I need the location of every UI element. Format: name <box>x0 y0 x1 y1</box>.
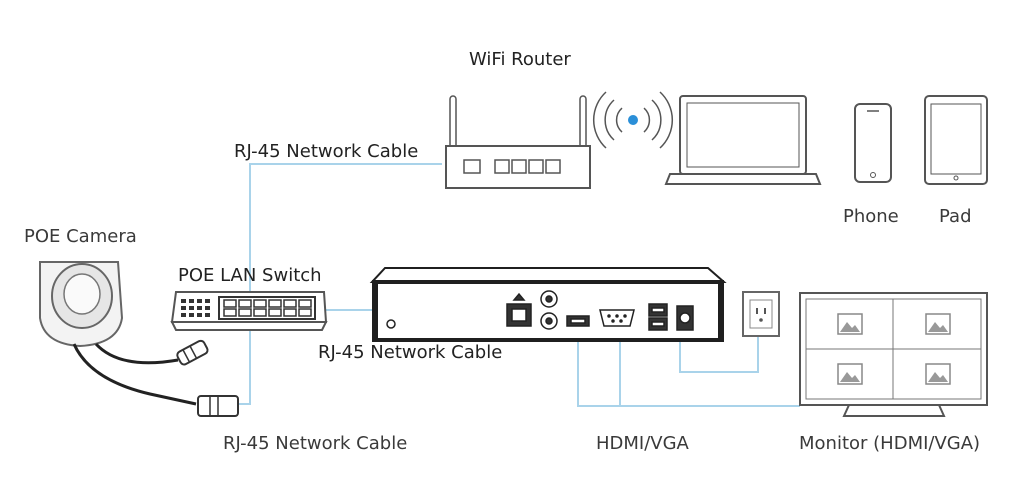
power-outlet-icon <box>742 291 780 337</box>
cable-switch-to-camera <box>238 330 251 405</box>
cables <box>238 163 800 407</box>
cable-nvr-to-outlet <box>679 336 759 373</box>
label-phone: Phone <box>843 206 899 227</box>
cable-switch-to-router <box>249 163 442 292</box>
label-poe-switch: POE LAN Switch <box>178 265 322 286</box>
switch-icon <box>170 291 328 331</box>
tablet-icon <box>924 95 988 185</box>
nvr-icon <box>369 267 727 342</box>
image-icon <box>837 313 951 385</box>
router-icon <box>445 95 591 189</box>
cable-nvr-to-monitor <box>577 336 800 407</box>
label-pad: Pad <box>939 206 972 227</box>
label-monitor: Monitor (HDMI/VGA) <box>799 433 981 454</box>
label-hdmi-vga: HDMI/VGA <box>596 433 689 454</box>
label-rj45-bottom: RJ-45 Network Cable <box>223 433 408 454</box>
label-wifi-router: WiFi Router <box>469 49 571 70</box>
wifi-signal-icon <box>593 91 673 149</box>
camera-icon <box>39 261 239 417</box>
monitor-icon <box>799 292 988 417</box>
phone-icon <box>854 103 892 183</box>
laptop-icon <box>664 95 822 185</box>
label-rj45-middle: RJ-45 Network Cable <box>318 342 503 363</box>
label-rj45-top: RJ-45 Network Cable <box>234 141 419 162</box>
label-poe-camera: POE Camera <box>24 226 137 247</box>
